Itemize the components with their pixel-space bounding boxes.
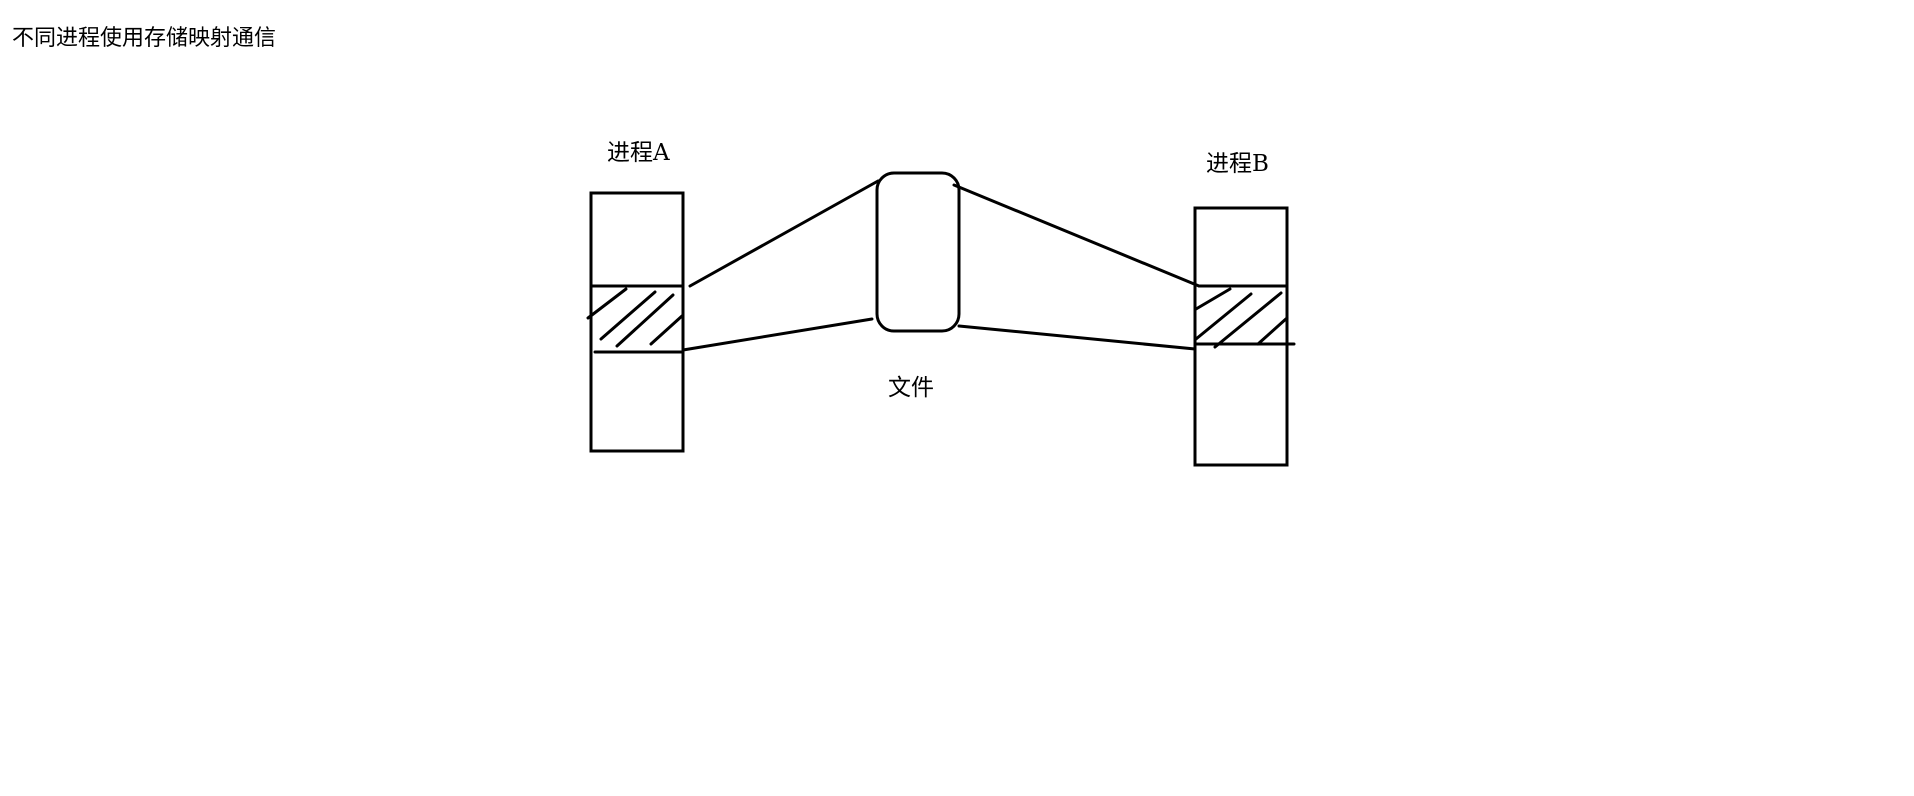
file-shape	[875, 171, 961, 333]
process-b-mapped-region-hatch	[1194, 287, 1289, 349]
process-a-label: 进程A	[607, 140, 670, 166]
mapping-line-a-top	[688, 179, 880, 288]
process-b-memory-block	[1193, 206, 1289, 467]
process-b: 进程B	[1193, 151, 1296, 467]
mapping-line-b-bottom	[957, 324, 1197, 351]
page-title: 不同进程使用存储映射通信	[12, 26, 276, 51]
process-a: 进程A	[586, 140, 685, 453]
mapping-line-b-top	[952, 183, 1201, 288]
mapping-lines-file-to-b	[952, 183, 1201, 351]
mapping-line-a-bottom	[681, 317, 874, 352]
mapping-lines-a-to-file	[681, 179, 880, 352]
process-a-mapped-region-hatch	[586, 287, 684, 348]
process-b-label: 进程B	[1206, 151, 1269, 177]
process-a-memory-block	[589, 191, 685, 453]
file: 文件	[875, 171, 961, 401]
file-label: 文件	[888, 375, 934, 401]
